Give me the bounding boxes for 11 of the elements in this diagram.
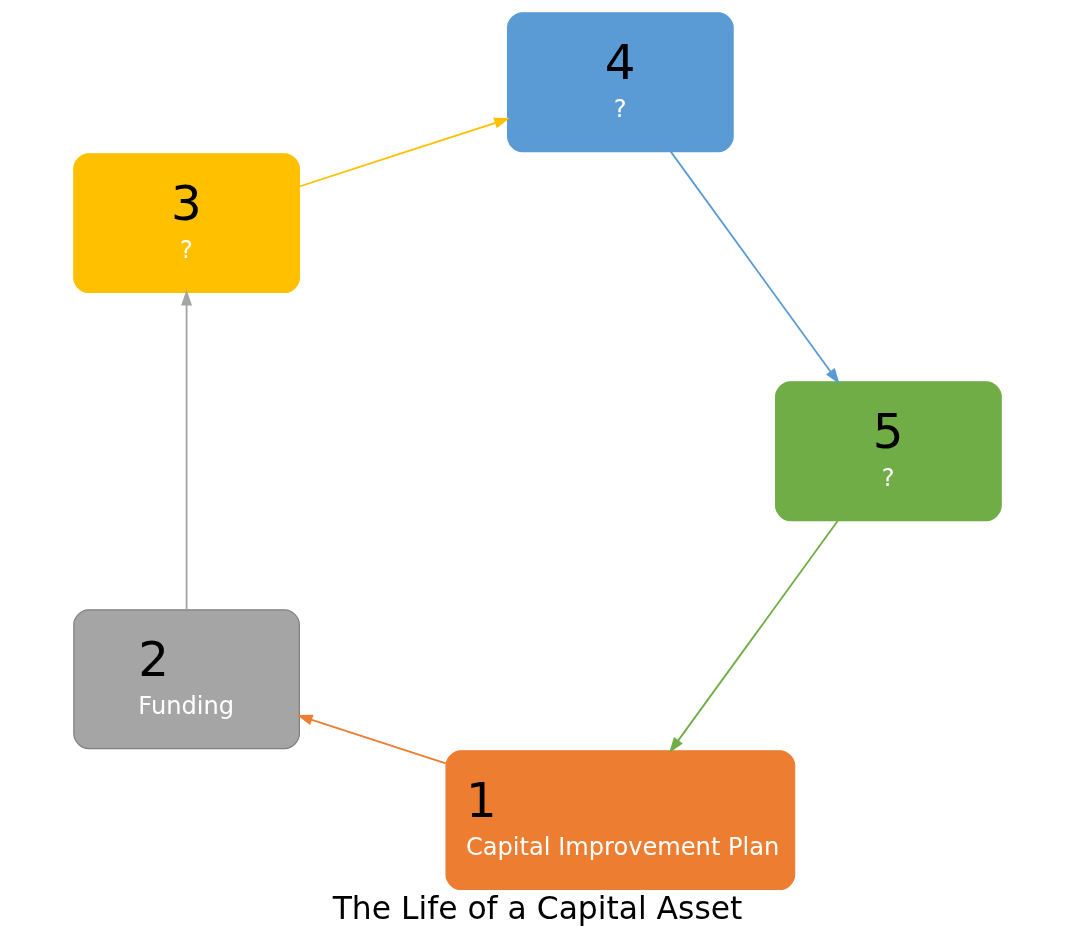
node-box: 5 ?	[774, 381, 1002, 522]
node-box: 2 Funding	[72, 609, 300, 750]
arrow	[669, 150, 840, 384]
node-box: 3 ?	[72, 153, 300, 294]
arrow	[180, 289, 192, 611]
diagram-title: The Life of a Capital Asset	[332, 890, 742, 927]
arrow	[296, 714, 447, 765]
node-box: 4 ?	[506, 12, 734, 153]
arrow	[668, 519, 839, 753]
node-box: 1 Capital Improvement Plan	[444, 750, 795, 891]
arrow	[298, 117, 510, 188]
